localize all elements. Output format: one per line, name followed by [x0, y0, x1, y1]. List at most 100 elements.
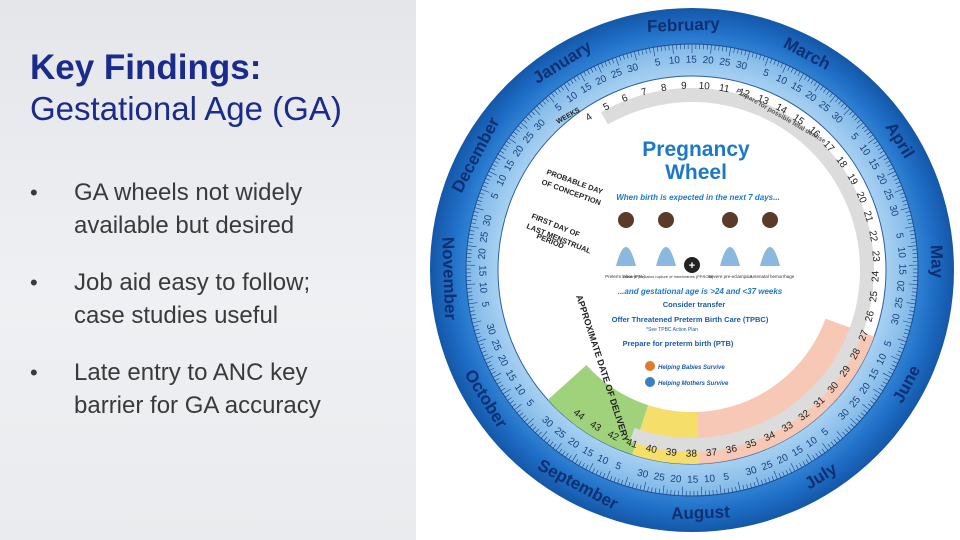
day-label: 25 [489, 338, 503, 353]
date-tick [873, 140, 878, 145]
date-tick [889, 367, 895, 371]
date-tick [624, 477, 628, 486]
date-tick [474, 328, 480, 331]
date-tick [467, 299, 474, 301]
date-tick [632, 483, 635, 489]
day-label: 10 [895, 246, 907, 258]
day-label: 30 [636, 468, 650, 481]
date-tick [896, 354, 902, 357]
date-tick [554, 90, 558, 95]
date-tick [517, 125, 523, 130]
date-tick [868, 134, 874, 139]
date-tick [501, 147, 507, 151]
date-tick [910, 299, 917, 301]
date-tick [645, 48, 647, 54]
wheel-title-2: Wheel [665, 161, 727, 184]
date-tick [818, 450, 822, 456]
date-tick [794, 69, 798, 75]
date-tick [782, 471, 785, 477]
date-tick [909, 230, 915, 232]
date-tick [602, 473, 606, 478]
date-tick [613, 477, 616, 483]
date-tick [660, 46, 662, 52]
week-number: 10 [698, 81, 710, 93]
date-tick [906, 302, 916, 305]
date-tick [615, 57, 620, 66]
date-tick [571, 453, 578, 462]
title-line-1: Key Findings: [30, 48, 262, 87]
date-tick [820, 85, 824, 91]
date-tick [469, 310, 475, 312]
date-tick [543, 436, 548, 441]
date-tick [604, 61, 608, 67]
day-label: 30 [735, 59, 749, 72]
date-tick [782, 64, 787, 73]
date-tick [764, 478, 767, 484]
bullet-glyph: • [30, 180, 38, 205]
date-tick [911, 295, 917, 297]
date-tick [565, 452, 569, 458]
date-tick [895, 181, 901, 185]
week-number: 36 [725, 443, 739, 456]
date-tick [835, 97, 839, 102]
date-tick [583, 71, 587, 77]
date-tick [643, 481, 646, 491]
figure-ptl [616, 212, 636, 266]
day-label: 30 [744, 465, 758, 479]
date-tick [492, 372, 502, 378]
date-tick [535, 429, 540, 434]
date-tick [878, 387, 884, 392]
date-tick [593, 66, 597, 71]
month-label: May [927, 245, 947, 279]
date-tick [829, 95, 836, 103]
date-tick [619, 55, 622, 61]
svg-text:+: + [689, 260, 695, 272]
date-tick [516, 409, 521, 414]
day-label: 25 [610, 67, 625, 81]
day-label: 15 [476, 265, 487, 277]
date-tick [795, 464, 799, 470]
date-tick [907, 245, 917, 247]
date-tick [471, 317, 477, 320]
date-tick [469, 306, 475, 309]
date-tick [854, 116, 859, 121]
day-label: 20 [477, 247, 489, 259]
date-tick [856, 122, 864, 129]
date-tick [911, 241, 917, 243]
date-tick [751, 52, 754, 58]
date-tick [907, 218, 913, 221]
date-tick [897, 350, 903, 353]
date-tick [716, 489, 718, 495]
date-tick [877, 147, 883, 151]
week-number: 25 [868, 290, 881, 303]
date-tick [551, 92, 555, 98]
date-tick [509, 400, 514, 404]
date-tick [600, 62, 604, 68]
date-tick [549, 441, 554, 446]
date-tick [827, 444, 832, 449]
date-tick [733, 47, 735, 54]
date-tick [507, 397, 512, 401]
date-tick [651, 487, 653, 493]
date-tick [560, 85, 564, 91]
date-tick [611, 58, 615, 64]
date-tick [785, 469, 789, 475]
date-tick [482, 185, 488, 188]
month-label: February [647, 14, 721, 36]
date-tick [909, 310, 915, 312]
date-tick [742, 484, 745, 490]
day-label: 10 [477, 282, 489, 294]
week-number: 40 [645, 443, 659, 456]
date-tick [563, 83, 570, 92]
date-tick [807, 77, 811, 82]
date-tick [755, 53, 758, 59]
week-number: 22 [866, 230, 879, 243]
date-tick [773, 470, 778, 480]
condition-pprom: Preterm pre-labor rupture of membranes (… [623, 274, 714, 279]
bullet-glyph: • [30, 270, 38, 295]
date-tick [585, 464, 589, 470]
condition-ptl: Preterm labor (PTL) [605, 274, 645, 279]
date-tick [878, 153, 887, 160]
date-tick [861, 125, 867, 130]
day-label: 25 [760, 459, 775, 473]
